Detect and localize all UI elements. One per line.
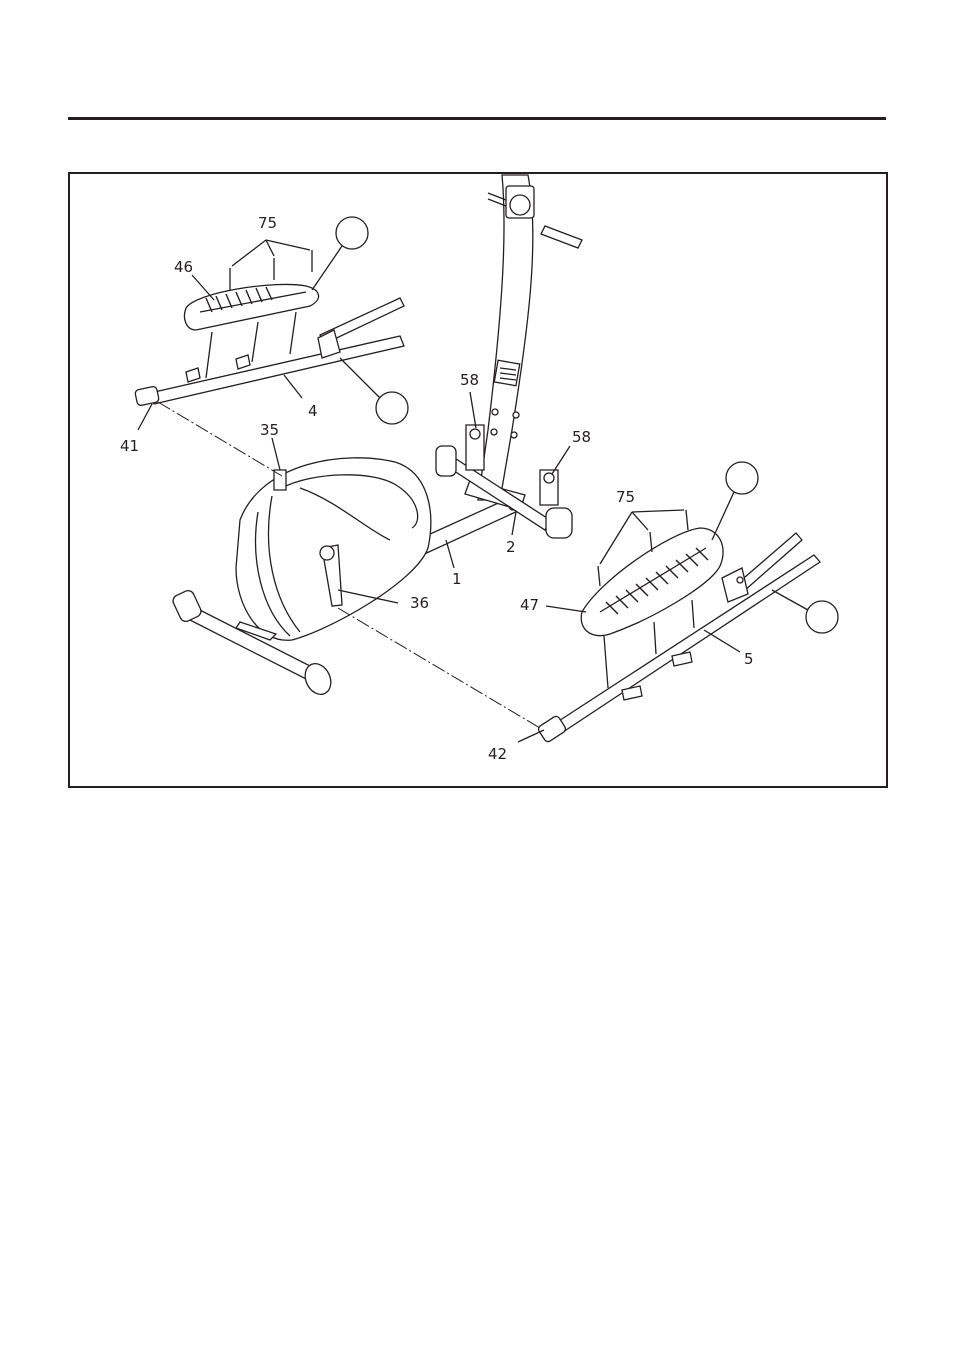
label-1: 1 [452, 570, 462, 588]
label-75-left: 75 [258, 214, 277, 232]
callout-circle-right-pedal [726, 462, 758, 494]
label-2: 2 [506, 538, 516, 556]
callout-circle-right-tube [806, 601, 838, 633]
alignment-line-left [158, 402, 282, 476]
label-42: 42 [488, 745, 507, 763]
label-75-right: 75 [616, 488, 635, 506]
label-35: 35 [260, 421, 279, 439]
label-5: 5 [744, 650, 754, 668]
callout-circle-left-pedal [336, 217, 368, 249]
label-58-top: 58 [460, 371, 479, 389]
alignment-line-right [338, 608, 540, 728]
label-36: 36 [410, 594, 429, 612]
label-41: 41 [120, 437, 139, 455]
callout-circle-left-tube [376, 392, 408, 424]
label-4: 4 [308, 402, 318, 420]
flywheel-housing [236, 458, 431, 640]
screws-left [230, 240, 312, 290]
label-46: 46 [174, 258, 193, 276]
label-47: 47 [520, 596, 539, 614]
label-58-right: 58 [572, 428, 591, 446]
